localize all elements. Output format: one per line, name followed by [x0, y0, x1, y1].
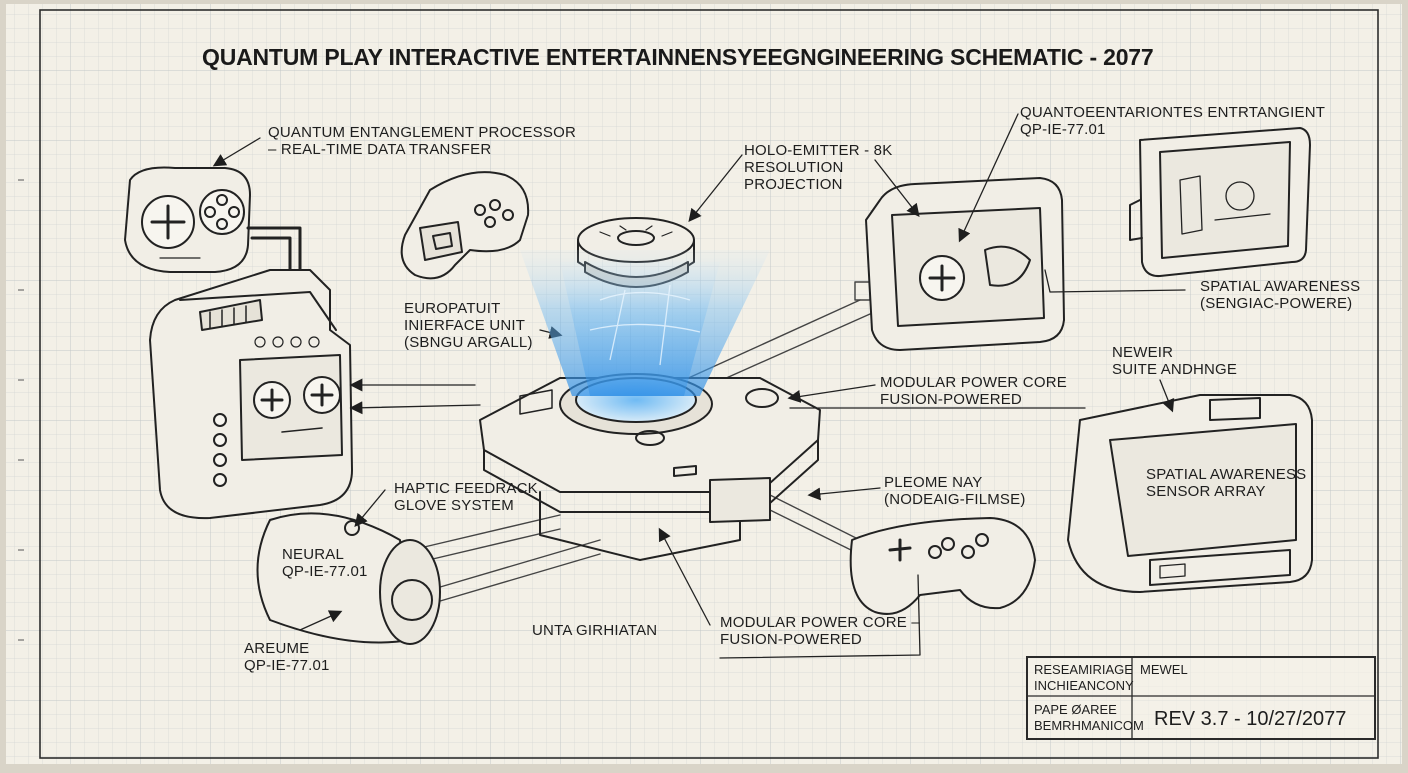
revision-stamp: REV 3.7 - 10/27/2077: [1154, 708, 1347, 730]
holo-display-tablet: [1129, 127, 1311, 278]
title-block-grid: [1028, 658, 1374, 738]
gamepad-controller: [849, 517, 1036, 615]
interface-console: [149, 269, 353, 520]
callout-spatial-awareness-top: SPATIAL AWARENESS(SENGIAC-POWERE): [1200, 278, 1361, 312]
callout-power-core-bottom: MODULAR POWER CORE –FUSION-POWERED: [720, 614, 920, 648]
callout-quantum-processor: QUANTUM ENTANGLEMENT PROCESSOR– REAL-TIM…: [268, 124, 576, 158]
title-block-cell-2: MEWEL: [1140, 662, 1188, 677]
holo-tablet-right: [865, 177, 1065, 351]
vr-handheld-device: [400, 171, 530, 280]
leader-lines: [212, 113, 1186, 659]
callout-pleome: PLEOME NAY(NODEAIG-FILMSE): [884, 474, 1026, 508]
spatial-sensor-array: [1067, 394, 1313, 593]
drawing-frame: [39, 9, 1379, 759]
schematic-title: QUANTUM PLAY INTERACTIVE ENTERTAINNENSYE…: [202, 44, 1154, 70]
neural-cylinder: [256, 512, 441, 645]
callout-unta: UNTA GIRHIATAN: [532, 622, 658, 639]
quantum-processor-controller: [124, 166, 302, 287]
hologram-beam: [520, 250, 770, 396]
